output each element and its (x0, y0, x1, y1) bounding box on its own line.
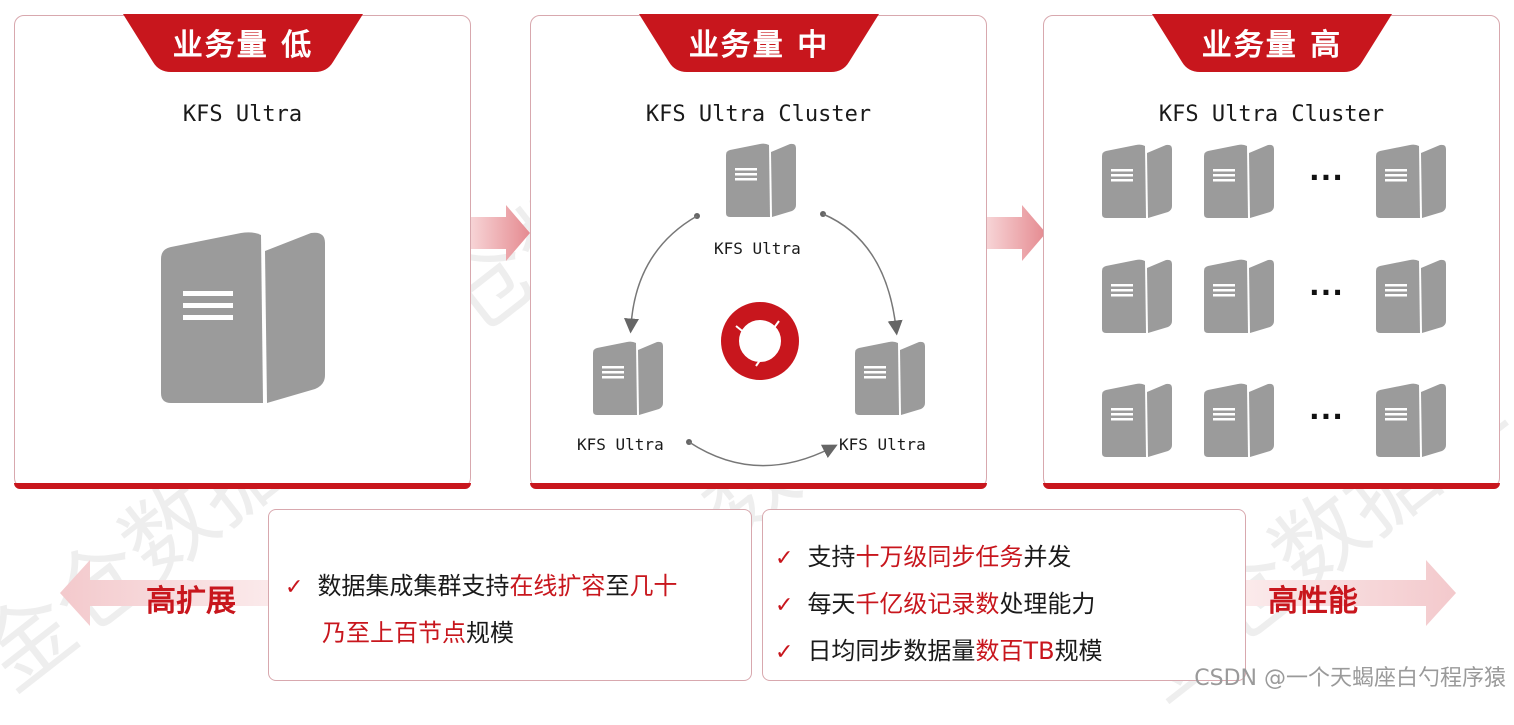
server-icon (1204, 144, 1274, 222)
node-label: KFS Ultra (714, 239, 801, 258)
server-icon (593, 341, 663, 415)
panel-tab (639, 14, 879, 72)
ellipsis: ... (1309, 269, 1344, 302)
server-icon (1102, 383, 1172, 461)
check-icon: ✓ (285, 575, 304, 600)
feature-line: 乃至上百节点规模 (322, 619, 514, 647)
panel-low: 业务量 低 KFS Ultra (14, 14, 471, 489)
panel-tab (123, 14, 363, 72)
server-icon (1376, 259, 1446, 337)
server-icon (855, 341, 925, 415)
high-performance-label: 高性能 (1268, 584, 1358, 619)
high-scalability-label: 高扩展 (146, 584, 236, 619)
check-icon: ✓ (775, 640, 794, 665)
flow-arrow-icon (986, 205, 1046, 261)
side-arrow-right (1246, 560, 1456, 626)
panel-title: KFS Ultra Cluster (645, 102, 872, 127)
panel-medium: 业务量 中 KFS Ultra Cluster KFS Ultra KFS Ul… (530, 14, 987, 489)
panel-bottom-bar (14, 483, 471, 489)
cycle-arrows (624, 211, 903, 467)
server-icon (1376, 144, 1446, 222)
feature-line: ✓数据集成集群支持在线扩容至几十 (285, 572, 678, 600)
flow-arrow-icon (470, 205, 530, 261)
ellipsis: ... (1309, 393, 1344, 426)
server-icon (726, 143, 796, 217)
side-arrow-left (60, 560, 270, 626)
panel-tab-label: 业务量 高 (1201, 28, 1343, 63)
ellipsis: ... (1309, 154, 1344, 187)
feature-box-performance (762, 509, 1246, 681)
panel-tab (1152, 14, 1392, 72)
server-icon (1102, 259, 1172, 337)
server-icon (1376, 383, 1446, 461)
server-icon (1204, 383, 1274, 461)
node-label: KFS Ultra (839, 435, 926, 454)
feature-line: ✓支持十万级同步任务并发 (775, 543, 1072, 571)
panel-title: KFS Ultra (182, 102, 303, 127)
feature-line: ✓日均同步数据量数百TB规模 (775, 637, 1103, 665)
server-icon (1204, 259, 1274, 337)
check-icon: ✓ (775, 546, 794, 571)
panel-title: KFS Ultra Cluster (1158, 102, 1385, 127)
feature-box-scalability (268, 509, 752, 681)
node-label: KFS Ultra (577, 435, 664, 454)
check-icon: ✓ (775, 593, 794, 618)
server-icon (1102, 144, 1172, 222)
server-icon (161, 232, 325, 403)
panel-tab-label: 业务量 低 (172, 28, 314, 63)
panel-high: 业务量 高 KFS Ultra Cluster ......... (1043, 14, 1500, 489)
panel-bottom-bar (530, 483, 987, 489)
feature-line: ✓每天千亿级记录数处理能力 (775, 590, 1096, 618)
credit-text: CSDN @一个天蝎座白勺程序猿 (1194, 666, 1506, 691)
panel-tab-label: 业务量 中 (688, 28, 830, 63)
panel-bottom-bar (1043, 483, 1500, 489)
